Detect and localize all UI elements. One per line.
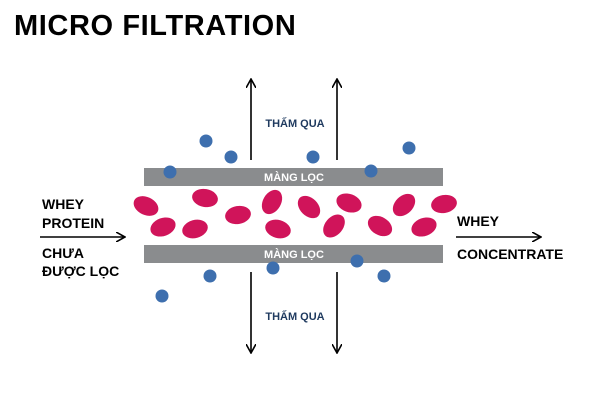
membrane-label-top: MÀNG LỌC — [264, 171, 324, 184]
protein-particle — [192, 188, 218, 208]
protein-particle — [225, 205, 251, 225]
small-particle — [203, 269, 217, 283]
feed-label-line3: CHƯA — [42, 245, 84, 261]
membrane-label-bottom: MÀNG LỌC — [264, 248, 324, 261]
small-particle — [163, 165, 177, 179]
small-particle — [224, 150, 238, 164]
small-particle — [402, 141, 416, 155]
protein-particle — [150, 217, 176, 237]
feed-label-line4: ĐƯỢC LỌC — [42, 263, 120, 279]
small-particles — [155, 134, 416, 303]
protein-particle — [182, 219, 208, 239]
small-particle — [364, 164, 378, 178]
protein-particle — [367, 215, 393, 237]
output-label-line2: CONCENTRATE — [457, 246, 564, 262]
protein-particle — [297, 195, 321, 219]
protein-particles — [133, 188, 457, 239]
small-particle — [199, 134, 213, 148]
output-label-line1: WHEY — [457, 213, 499, 229]
permeate-label-bottom: THẤM QUA — [265, 310, 324, 323]
protein-particle — [133, 196, 159, 216]
membrane-bottom — [144, 245, 443, 263]
feed-label-line2: PROTEIN — [42, 215, 105, 231]
protein-particle — [392, 193, 416, 217]
small-particle — [306, 150, 320, 164]
protein-particle — [431, 194, 457, 214]
protein-particle — [261, 189, 283, 215]
protein-particle — [336, 193, 362, 213]
page-title: MICRO FILTRATION — [14, 10, 297, 42]
protein-particle — [323, 214, 345, 238]
protein-particle — [265, 219, 291, 239]
small-particle — [377, 269, 391, 283]
small-particle — [266, 261, 280, 275]
small-particle — [155, 289, 169, 303]
protein-particle — [411, 217, 437, 237]
small-particle — [350, 254, 364, 268]
permeate-label-top: THẤM QUA — [265, 117, 324, 130]
feed-label-line1: WHEY — [42, 196, 84, 212]
